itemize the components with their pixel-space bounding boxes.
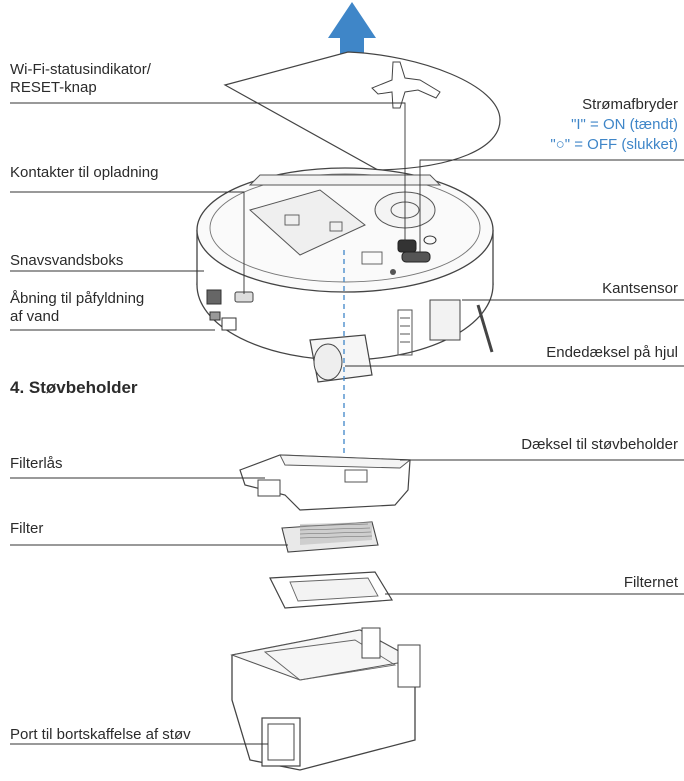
- cover-notch: [371, 61, 441, 109]
- top-cover: [223, 51, 501, 171]
- label-wifi-line2: RESET-knap: [10, 79, 97, 96]
- label-dirty-water-box: Snavsvandsboks: [10, 252, 124, 269]
- label-charging-contacts: Kontakter til opladning: [10, 164, 159, 181]
- label-power-switch: Strømafbryder: [582, 96, 678, 113]
- label-fill-opening-line2: af vand: [10, 308, 60, 325]
- section-heading: 4. Støvbeholder: [10, 378, 138, 397]
- label-power-on: "I" = ON (tændt): [571, 116, 678, 133]
- label-dust-port: Port til bortskaffelse af støv: [10, 726, 191, 743]
- power-switch: [401, 251, 431, 263]
- label-dustbin-cover: Dæksel til støvbeholder: [521, 436, 678, 453]
- bin-slot: [248, 189, 366, 256]
- label-filter: Filter: [10, 520, 44, 537]
- label-wifi-line1: Wi-Fi-statusindikator/: [10, 61, 151, 78]
- label-edge-sensor: Kantsensor: [602, 280, 678, 297]
- leader-lines: [10, 102, 684, 745]
- wifi-button: [397, 239, 417, 253]
- label-filter-net: Filternet: [623, 574, 678, 591]
- label-fill-opening-line1: Åbning til påfyldning: [10, 290, 145, 307]
- label-filter-lock: Filterlås: [10, 455, 63, 472]
- label-wheel-end-cover: Endedæksel på hjul: [546, 344, 678, 361]
- label-power-off: "○" = OFF (slukket): [550, 136, 678, 153]
- edge-sensor-part: [429, 299, 461, 341]
